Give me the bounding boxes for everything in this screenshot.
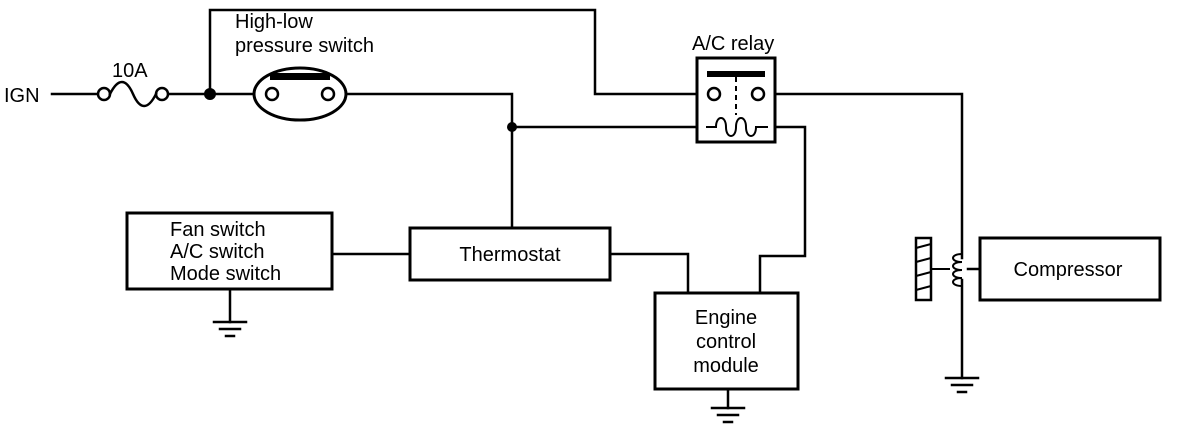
fuse: [96, 80, 170, 108]
compressor-label: Compressor: [1014, 259, 1123, 281]
high-low-pressure-switch: [252, 66, 348, 122]
ground-symbol: [710, 406, 746, 424]
junction-dot: [507, 122, 517, 132]
ecm-label-line3: module: [693, 355, 759, 377]
ground-symbol: [944, 376, 980, 394]
ecm-label-line2: control: [696, 331, 756, 353]
pressure-switch-label-line1: High-low: [235, 11, 313, 33]
thermostat-box: [408, 226, 612, 282]
engine-control-module-box: [653, 291, 800, 391]
relay-label: A/C relay: [692, 33, 774, 55]
thermostat-label: Thermostat: [459, 244, 561, 266]
compressor-clutch: [914, 236, 963, 302]
ac-relay: [695, 56, 777, 144]
compressor-box: [978, 236, 1162, 302]
fan-switch-label: Fan switch: [170, 219, 266, 241]
switches-box: [125, 211, 334, 291]
ac-switch-label: A/C switch: [170, 241, 264, 263]
wires: [50, 8, 982, 410]
ecm-label-line1: Engine: [695, 307, 757, 329]
pressure-switch-label-line2: pressure switch: [235, 35, 374, 57]
mode-switch-label: Mode switch: [170, 263, 281, 285]
ign-label: IGN: [4, 85, 40, 107]
junction-dot: [204, 88, 216, 100]
ground-symbol: [212, 320, 248, 338]
fuse-rating-label: 10A: [112, 60, 148, 82]
